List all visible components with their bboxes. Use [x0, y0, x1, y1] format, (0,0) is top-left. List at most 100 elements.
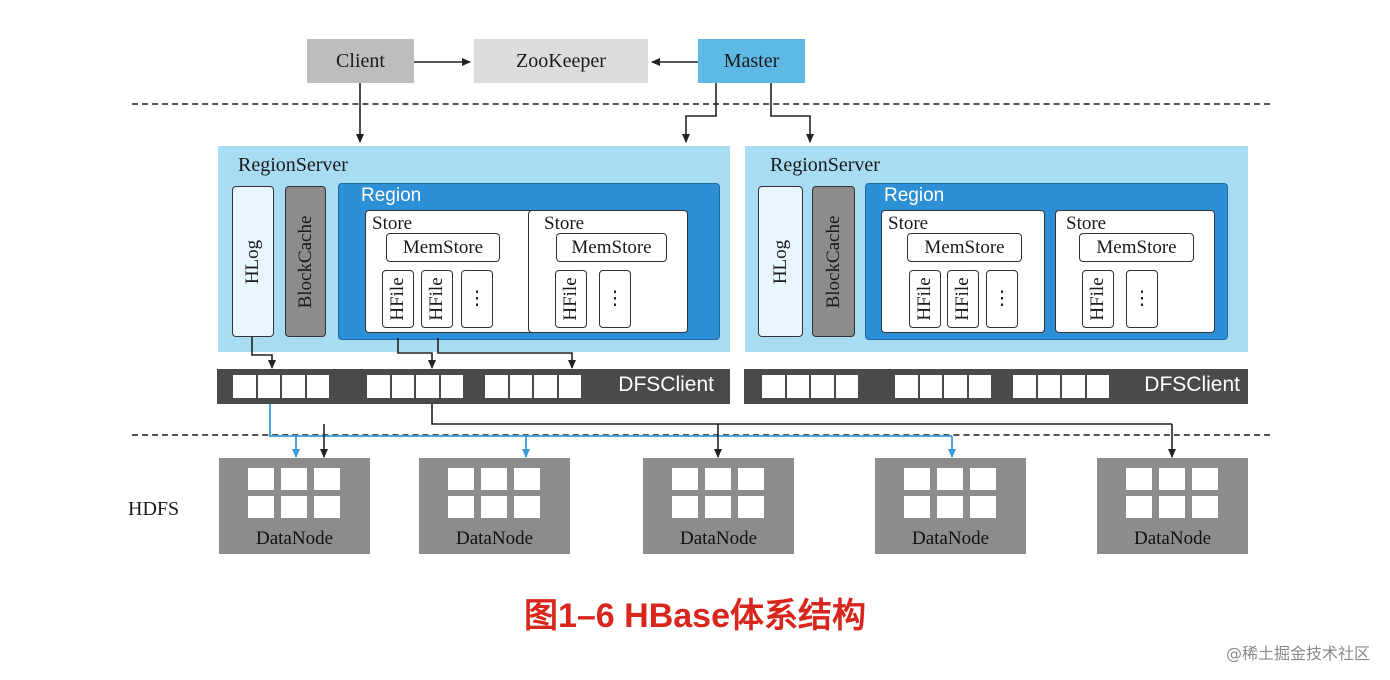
dfsclient-bar-1: DFSClient: [217, 369, 730, 404]
buffer-group: [366, 374, 464, 399]
datanode-block: [1159, 468, 1185, 490]
region-title: Region: [361, 185, 422, 206]
datanode-block: [314, 496, 340, 518]
region-server-2: RegionServer HLog BlockCache Region Stor…: [745, 146, 1248, 352]
store-title: Store: [888, 213, 929, 234]
arrow-hlog-dfsclient: [251, 337, 276, 369]
hlog-box: HLog: [758, 186, 803, 337]
more-hfiles-label: ⋮: [1132, 288, 1152, 310]
more-hfiles-label: ⋮: [992, 288, 1012, 310]
buffer-group: [761, 374, 859, 399]
datanode-5: DataNode: [1097, 458, 1248, 554]
client-box: Client: [307, 39, 414, 83]
datanode-label: DataNode: [1133, 528, 1212, 549]
more-hfiles-label: ⋮: [605, 288, 625, 310]
datanode-block: [672, 496, 698, 518]
datanode-block: [970, 468, 996, 490]
datanode-block: [248, 496, 274, 518]
more-hfiles-box: ⋮: [986, 270, 1018, 328]
region-server-1: RegionServer HLog BlockCache Region Stor…: [218, 146, 730, 352]
black-read-path: [431, 404, 1172, 425]
hdfs-label: HDFS: [128, 498, 180, 520]
datanode-label: DataNode: [455, 528, 534, 549]
datanode-1: DataNode: [219, 458, 370, 554]
hfile-box: HFile: [947, 270, 979, 328]
datanode-block: [314, 468, 340, 490]
dfsclient-label: DFSClient: [618, 373, 714, 396]
master-box: Master: [698, 39, 805, 83]
datanode-block: [248, 468, 274, 490]
arrow-master-regionserver-1: [682, 83, 717, 143]
buffer-group: [484, 374, 582, 399]
datanode-block: [448, 496, 474, 518]
zookeeper-box: ZooKeeper: [474, 39, 648, 83]
datanode-block: [1126, 468, 1152, 490]
memstore-label: MemStore: [924, 236, 1005, 258]
store-title: Store: [544, 213, 585, 234]
datanode-block: [281, 496, 307, 518]
blockcache-box: BlockCache: [812, 186, 855, 337]
datanode-block: [1159, 496, 1185, 518]
datanode-block: [738, 468, 764, 490]
datanode-block: [904, 496, 930, 518]
store-box: Store MemStore HFile HFile ⋮: [881, 210, 1045, 333]
more-hfiles-box: ⋮: [461, 270, 493, 328]
region-server-title: RegionServer: [770, 154, 880, 176]
hfile-box: HFile: [382, 270, 414, 328]
more-hfiles-box: ⋮: [1126, 270, 1158, 328]
dashed-separator-top: [132, 103, 1270, 105]
buffer-group: [1012, 374, 1110, 399]
datanode-block: [514, 496, 540, 518]
datanode-label: DataNode: [679, 528, 758, 549]
buffer-group: [232, 374, 330, 399]
datanode-3: DataNode: [643, 458, 794, 554]
figure-caption: 图1–6 HBase体系结构: [523, 597, 866, 635]
more-hfiles-box: ⋮: [599, 270, 631, 328]
datanode-block: [672, 468, 698, 490]
hfile-box: HFile: [555, 270, 587, 328]
datanode-block: [481, 496, 507, 518]
arrow-hfile-dfsclient-1: [397, 338, 436, 369]
hfile-box: HFile: [909, 270, 941, 328]
datanode-block: [738, 496, 764, 518]
datanode-block: [514, 468, 540, 490]
datanode-block: [1126, 496, 1152, 518]
dfsclient-bar-2: DFSClient: [744, 369, 1248, 404]
memstore-box: MemStore: [907, 233, 1022, 262]
memstore-box: MemStore: [1079, 233, 1194, 262]
datanode-block: [481, 468, 507, 490]
watermark: @稀土掘金技术社区: [1225, 644, 1370, 663]
datanode-block: [1192, 496, 1218, 518]
hlog-box: HLog: [232, 186, 274, 337]
datanode-block: [1192, 468, 1218, 490]
zookeeper-label: ZooKeeper: [516, 49, 606, 72]
dfsclient-label: DFSClient: [1144, 373, 1240, 396]
datanode-block: [281, 468, 307, 490]
store-title: Store: [1066, 213, 1107, 234]
datanode-block: [705, 496, 731, 518]
datanode-block: [705, 468, 731, 490]
store-box: Store MemStore HFile HFile ⋮: [365, 210, 541, 333]
memstore-box: MemStore: [556, 233, 667, 262]
memstore-label: MemStore: [402, 236, 484, 258]
datanode-2: DataNode: [419, 458, 570, 554]
memstore-box: MemStore: [386, 233, 500, 262]
store-box: Store MemStore HFile ⋮: [528, 210, 688, 333]
memstore-label: MemStore: [571, 236, 652, 258]
dashed-separator-bottom: [132, 434, 1270, 436]
datanode-block: [937, 468, 963, 490]
datanode-block: [904, 468, 930, 490]
region-box: Region Store MemStore HFile HFile ⋮ Stor…: [865, 183, 1228, 340]
region-box: Region Store MemStore HFile HFile ⋮ Stor…: [338, 183, 720, 340]
store-title: Store: [372, 213, 413, 234]
buffer-group: [894, 374, 992, 399]
datanode-block: [970, 496, 996, 518]
datanode-label: DataNode: [255, 528, 334, 549]
datanode-4: DataNode: [875, 458, 1026, 554]
datanode-block: [448, 468, 474, 490]
memstore-label: MemStore: [1096, 236, 1177, 258]
region-title: Region: [884, 185, 945, 206]
region-server-title: RegionServer: [238, 154, 348, 176]
datanode-block: [937, 496, 963, 518]
